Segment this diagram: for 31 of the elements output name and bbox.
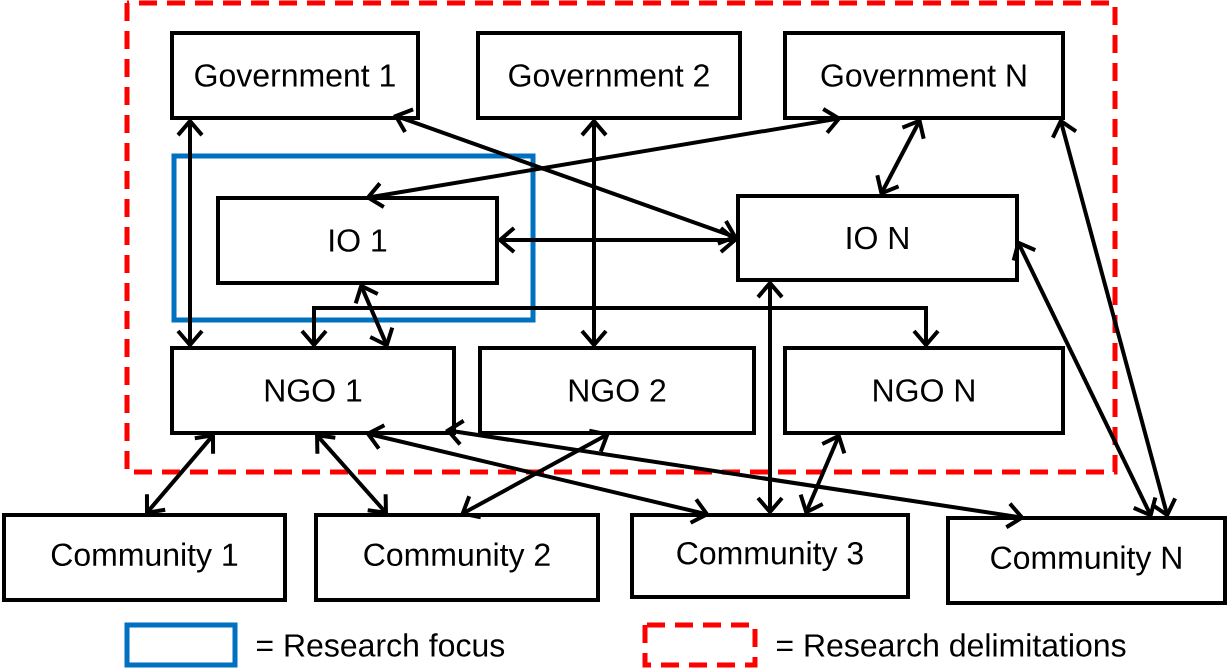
arrow (176, 118, 204, 348)
box: Community 1 (2, 513, 287, 602)
box: NGO 2 (478, 346, 756, 435)
box: Community N (946, 516, 1227, 605)
arrow (445, 419, 1025, 529)
arrow (300, 306, 940, 348)
box: NGO N (783, 346, 1065, 435)
arrow (497, 226, 738, 254)
legend-text: = Research focus (256, 633, 505, 657)
arrow (460, 428, 610, 520)
box: Government 2 (476, 31, 742, 120)
arrow (1011, 240, 1158, 518)
arrow (365, 107, 842, 209)
arrow (1051, 118, 1177, 518)
box: IO N (736, 194, 1019, 282)
arrow (144, 433, 216, 515)
arrow (580, 118, 608, 348)
arrow (393, 107, 738, 246)
box: IO 1 (216, 196, 499, 285)
arrow (315, 433, 388, 515)
box: Community 3 (630, 513, 910, 599)
arrow (875, 118, 926, 196)
legend-text: = Research delimitations (777, 633, 1126, 657)
box: NGO 1 (170, 346, 456, 435)
box: Government N (783, 31, 1065, 120)
box: Community 2 (314, 513, 600, 602)
arrow (365, 423, 710, 525)
arrow (756, 280, 784, 515)
arrow (353, 283, 395, 348)
arrow (798, 433, 847, 515)
box: Government 1 (170, 31, 420, 120)
